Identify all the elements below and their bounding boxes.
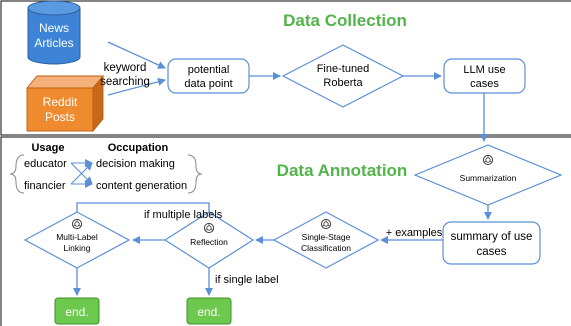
end-node-left <box>54 297 100 325</box>
llm-use-label-line1: LLM use <box>463 64 505 76</box>
arrow-news-to-potential <box>107 41 166 69</box>
if-multiple-labels-label: if multiple labels <box>144 209 223 221</box>
end-node-right <box>186 297 232 325</box>
potential-label-line2: data point <box>184 78 232 90</box>
usage-header: Usage <box>31 142 64 154</box>
end-label-left: end. <box>65 305 88 319</box>
summary-label-line2: cases <box>476 246 506 258</box>
annotation-frame <box>0 136 571 326</box>
summarization-node <box>413 144 563 206</box>
fine-tuned-roberta-node <box>281 44 405 108</box>
summarization-label: Summarization <box>460 173 517 183</box>
roberta-label-line1: Fine-tuned <box>317 63 370 75</box>
summary-label-line1: summary of use <box>451 231 533 243</box>
single-stage-classification-node <box>272 211 380 269</box>
arrow-reddit-to-potential <box>107 77 166 96</box>
data-collection-title: Data Collection <box>283 11 407 30</box>
summary-node <box>442 221 541 265</box>
reddit-posts-cube-icon: Reddit Posts <box>26 74 104 133</box>
reflection-node <box>163 211 255 269</box>
arrow-multi-label-link <box>76 202 149 212</box>
reddit-label-line2: Posts <box>45 110 75 124</box>
roberta-label-line2: Roberta <box>323 77 363 89</box>
multi-label-linking-node <box>23 211 131 269</box>
llm-use-label-line2: cases <box>470 78 499 90</box>
if-single-label-label: if single label <box>215 274 279 286</box>
reddit-label-line1: Reddit <box>43 95 78 109</box>
potential-label-line1: potential <box>188 64 230 76</box>
occupation-header: Occupation <box>108 142 169 154</box>
legend-right-brace <box>187 154 203 194</box>
arrow-reflection-to-legend-part1 <box>149 202 210 212</box>
end-label-right: end. <box>197 305 220 319</box>
usage-item-educator: educator <box>24 158 67 170</box>
news-label-line2: Articles <box>34 36 73 50</box>
reflection-label: Reflection <box>190 237 228 247</box>
multi-label-label-line1: Multi-Label <box>56 232 98 242</box>
occupation-item-content-generation: content generation <box>96 180 187 192</box>
keyword-label-line2: searching <box>100 76 150 88</box>
examples-label: + examples <box>386 227 443 239</box>
data-annotation-title: Data Annotation <box>277 161 408 180</box>
multi-label-label-line2: Linking <box>64 243 91 253</box>
occupation-item-decision-making: decision making <box>96 158 175 170</box>
news-label-line1: News <box>39 21 69 35</box>
legend-left-brace <box>9 154 25 194</box>
single-stage-label-line1: Single-Stage <box>302 232 351 242</box>
collection-frame <box>0 0 571 136</box>
news-articles-database-icon: News Articles <box>27 0 81 65</box>
usage-item-financier: financier <box>24 180 66 192</box>
single-stage-label-line2: Classification <box>301 243 351 253</box>
keyword-label-line1: keyword <box>104 62 147 74</box>
